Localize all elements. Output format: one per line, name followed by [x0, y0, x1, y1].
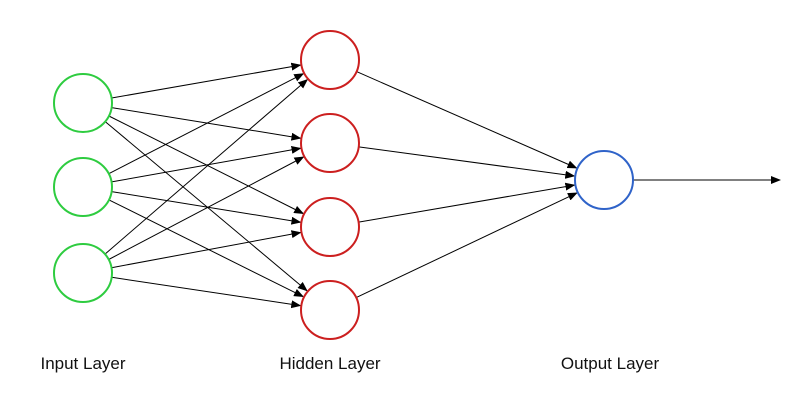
output-layer-label: Output Layer [560, 354, 660, 373]
input-3-to-hidden-4-edge [111, 276, 302, 309]
nodes-group [53, 30, 634, 340]
input-1-to-hidden-4-edge [104, 121, 308, 292]
input-2-to-hidden-1-edge [108, 73, 305, 175]
hidden-2-to-output-1-edge [358, 146, 576, 179]
input-node-1 [53, 73, 113, 133]
input-1-to-hidden-2-edge [111, 107, 302, 141]
input-3-to-hidden-3-edge [111, 230, 302, 269]
input-layer-label: Input Layer [40, 354, 126, 373]
hidden-node-3 [300, 197, 360, 257]
output-node-1 [574, 150, 634, 210]
input-1-to-hidden-1-edge [111, 62, 302, 99]
hidden-layer-label: Hidden Layer [279, 354, 381, 373]
input-2-to-hidden-4-edge [108, 199, 304, 298]
hidden-3-to-output-1-edge [358, 182, 576, 223]
input-2-to-hidden-3-edge [111, 191, 302, 225]
hidden-4-to-output-1-edge [355, 192, 578, 299]
input-node-2 [53, 157, 113, 217]
connections-group [104, 62, 781, 309]
input-3-to-hidden-2-edge [108, 156, 305, 260]
input-node-3 [53, 243, 113, 303]
hidden-node-2 [300, 113, 360, 173]
hidden-1-to-output-1-edge [356, 71, 578, 169]
input-3-to-hidden-1-edge [104, 78, 309, 255]
hidden-node-1 [300, 30, 360, 90]
input-2-to-hidden-2-edge [111, 145, 302, 183]
hidden-node-4 [300, 280, 360, 340]
